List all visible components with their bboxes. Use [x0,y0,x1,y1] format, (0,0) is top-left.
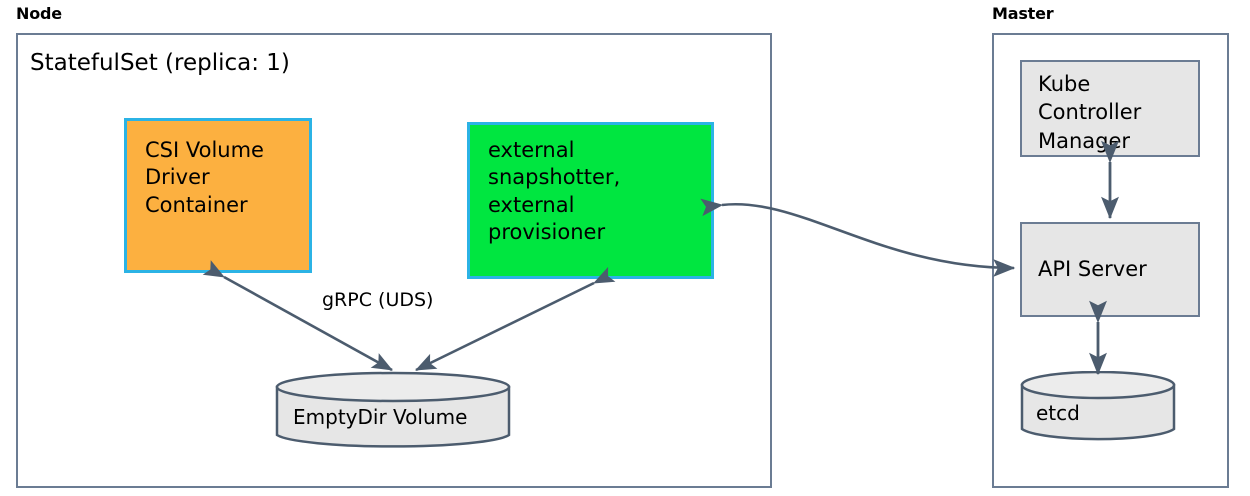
kube-controller-manager-box[interactable]: Kube Controller Manager [1020,60,1200,157]
etcd-cylinder[interactable]: etcd [1020,370,1176,443]
external-snapshotter-provisioner-box[interactable]: external snapshotter, external provision… [467,122,714,279]
etcd-label: etcd [1036,401,1080,425]
statefulset-title: StatefulSet (replica: 1) [30,50,290,76]
api-server-label: API Server [1038,257,1147,282]
master-group-label: Master [992,4,1054,23]
emptydir-volume-label: EmptyDir Volume [293,405,468,429]
api-server-box[interactable]: API Server [1020,222,1200,317]
external-snapshotter-provisioner-label: external snapshotter, external provision… [488,138,621,244]
grpc-uds-edge-label: gRPC (UDS) [322,289,434,311]
emptydir-volume-cylinder[interactable]: EmptyDir Volume [275,371,511,451]
node-group-label: Node [16,4,62,23]
kube-controller-manager-label: Kube Controller Manager [1038,72,1142,153]
emptydir-volume-shape [275,371,511,448]
csi-volume-driver-container-label: CSI Volume Driver Container [145,138,264,217]
csi-volume-driver-container-box[interactable]: CSI Volume Driver Container [124,118,312,273]
